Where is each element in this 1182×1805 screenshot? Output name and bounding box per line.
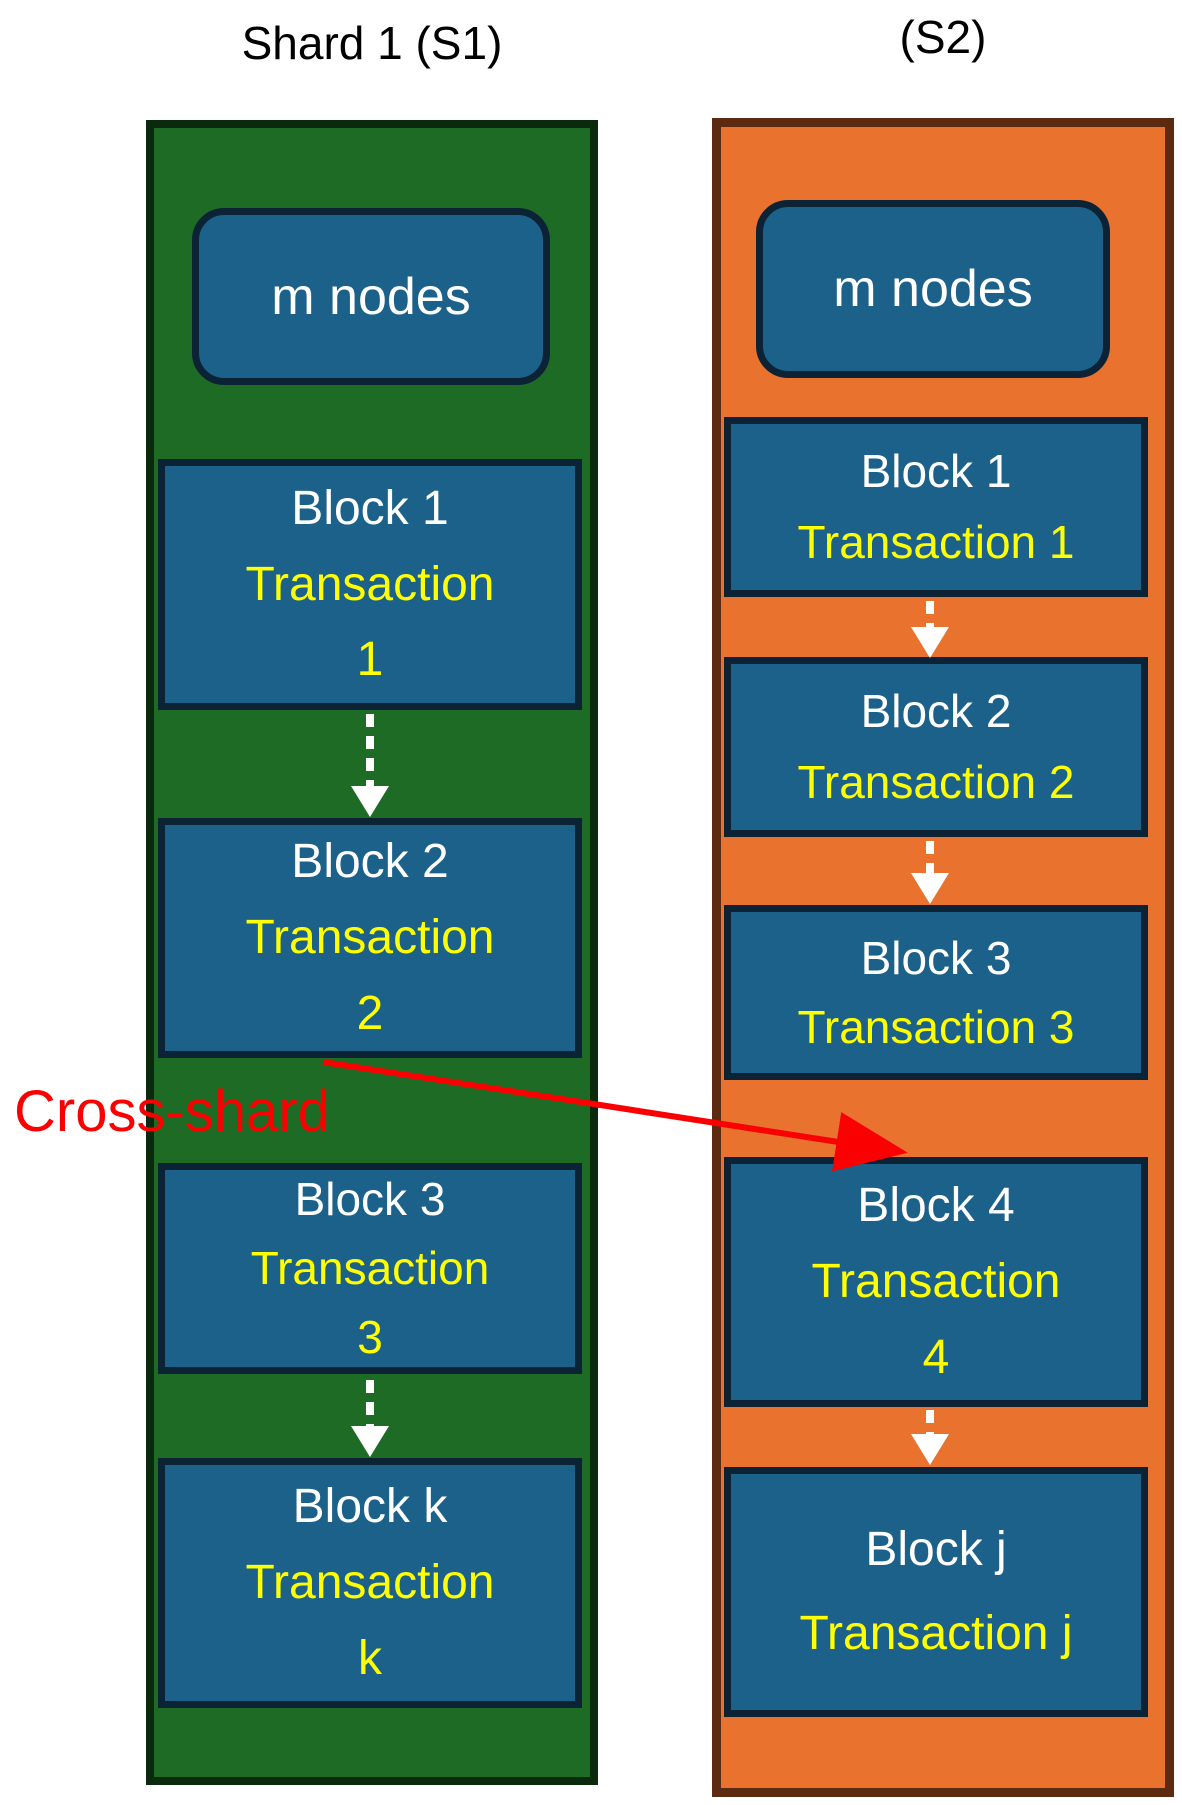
shard1-block-1: Block 1 Transaction 1 bbox=[158, 459, 582, 710]
chain-arrow-icon bbox=[366, 714, 374, 788]
shard1-block-k: Block k Transaction k bbox=[158, 1458, 582, 1708]
chain-arrowhead-icon bbox=[351, 1426, 389, 1457]
chain-arrow-icon bbox=[926, 601, 934, 629]
transaction-label: Transaction bbox=[811, 1255, 1061, 1309]
cross-shard-label: Cross-shard bbox=[14, 1079, 330, 1144]
transaction-label: k bbox=[358, 1631, 382, 1685]
block-title: Block j bbox=[865, 1523, 1007, 1576]
transaction-label: 3 bbox=[357, 1311, 383, 1363]
block-title: Block 4 bbox=[857, 1179, 1015, 1233]
shard2-block-1: Block 1 Transaction 1 bbox=[724, 417, 1148, 597]
transaction-label: Transaction bbox=[245, 911, 495, 965]
transaction-label: 2 bbox=[356, 986, 384, 1040]
block-title: Block 1 bbox=[860, 444, 1012, 497]
shard2-block-j: Block j Transaction j bbox=[724, 1467, 1148, 1717]
chain-arrow-icon bbox=[366, 1380, 374, 1428]
chain-arrowhead-icon bbox=[911, 873, 949, 904]
shard2-block-2: Block 2 Transaction 2 bbox=[724, 657, 1148, 837]
shard2-m-nodes-label: m nodes bbox=[833, 260, 1033, 318]
shard2-title: (S2) bbox=[899, 11, 987, 63]
shard2-block-3: Block 3 Transaction 3 bbox=[724, 905, 1148, 1080]
transaction-label: Transaction bbox=[245, 557, 495, 611]
block-title: Block 2 bbox=[291, 835, 449, 889]
shard2-m-nodes-box: m nodes bbox=[756, 200, 1110, 378]
shard1-block-2: Block 2 Transaction 2 bbox=[158, 818, 582, 1058]
transaction-label: Transaction 3 bbox=[797, 1000, 1075, 1053]
chain-arrowhead-icon bbox=[911, 1434, 949, 1465]
shard1-m-nodes-label: m nodes bbox=[271, 267, 471, 326]
transaction-label: Transaction j bbox=[799, 1607, 1073, 1660]
shard1-block-3: Block 3 Transaction 3 bbox=[158, 1163, 582, 1374]
shard1-m-nodes-box: m nodes bbox=[192, 208, 550, 385]
chain-arrow-icon bbox=[926, 1410, 934, 1436]
block-title: Block 2 bbox=[860, 684, 1012, 737]
shard2-block-4: Block 4 Transaction 4 bbox=[724, 1157, 1148, 1407]
block-title: Block 3 bbox=[294, 1173, 446, 1225]
transaction-label: Transaction bbox=[245, 1556, 495, 1610]
shard1-title: Shard 1 (S1) bbox=[241, 17, 503, 69]
block-title: Block 1 bbox=[291, 481, 449, 535]
chain-arrowhead-icon bbox=[911, 627, 949, 658]
block-title: Block 3 bbox=[860, 931, 1012, 984]
chain-arrow-icon bbox=[926, 841, 934, 875]
transaction-label: Transaction 1 bbox=[797, 516, 1075, 568]
transaction-label: 1 bbox=[356, 633, 384, 687]
transaction-label: Transaction 2 bbox=[797, 756, 1075, 808]
block-title: Block k bbox=[292, 1480, 448, 1534]
transaction-label: 4 bbox=[922, 1330, 950, 1384]
transaction-label: Transaction bbox=[250, 1242, 490, 1294]
chain-arrowhead-icon bbox=[351, 786, 389, 817]
